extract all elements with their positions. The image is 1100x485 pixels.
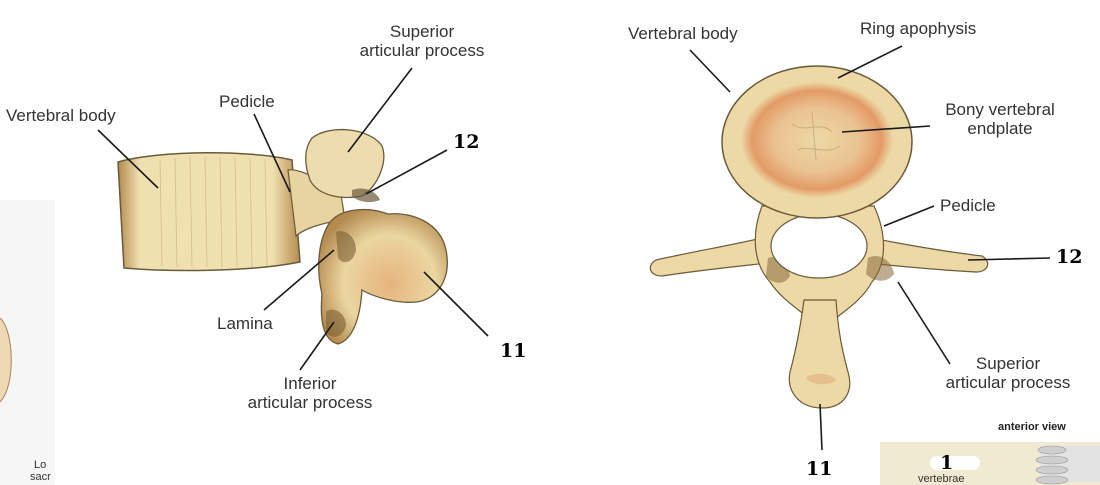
label-vertebral-body-superior: Vertebral body	[628, 24, 738, 43]
handwritten-11-superior: 11	[806, 458, 833, 480]
label-inferior-line2: articular process	[247, 393, 373, 412]
label-inferior-line1: Inferior	[283, 374, 337, 393]
label-sap-line2: articular process	[945, 373, 1071, 392]
cropped-left-line1: Lo	[34, 459, 47, 471]
label-pedicle-superior: Pedicle	[940, 196, 996, 215]
label-sap-line1: Superior	[975, 354, 1041, 373]
label-endplate-line1: Bony vertebral	[945, 100, 1055, 119]
cropped-left-line2: sacr	[30, 471, 51, 483]
vertebral-foramen	[770, 213, 868, 279]
label-ring-apophysis: Ring apophysis	[860, 19, 977, 38]
lateral-superior-articular-process	[305, 128, 385, 199]
label-superior-line2: articular process	[359, 41, 485, 60]
lateral-leader-lines	[97, 67, 489, 371]
label-superior-articular-process-lateral: Superior articular process	[332, 22, 512, 60]
spinous-process	[788, 299, 851, 409]
left-transverse-process	[649, 235, 777, 277]
handwritten-12-superior: 12	[1056, 246, 1083, 268]
inset-title: anterior view	[998, 421, 1066, 433]
handwritten-11-lateral: 11	[500, 340, 527, 362]
lateral-vertebra	[117, 128, 448, 345]
cropped-inset	[880, 442, 1100, 485]
superior-vertebra	[649, 65, 989, 409]
lateral-vertebral-body	[117, 152, 301, 272]
handwritten-1: 1	[940, 452, 954, 474]
label-superior-line1: Superior	[389, 22, 455, 41]
label-inferior-articular-process: Inferior articular process	[220, 374, 400, 412]
right-transverse-process	[857, 235, 989, 273]
cropped-left-image	[0, 200, 55, 485]
label-pedicle-lateral: Pedicle	[219, 92, 275, 111]
label-vertebral-body-lateral: Vertebral body	[6, 106, 116, 125]
label-lamina: Lamina	[217, 314, 273, 333]
label-superior-articular-process-superior: Superior articular process	[928, 354, 1088, 392]
handwritten-12-lateral: 12	[453, 131, 480, 153]
label-bony-vertebral-endplate: Bony vertebral endplate	[920, 100, 1080, 138]
label-endplate-line2: endplate	[967, 119, 1033, 138]
inset-caption: vertebrae	[918, 473, 965, 485]
superior-leader-lines	[689, 45, 1051, 451]
bony-vertebral-endplate	[741, 82, 893, 198]
